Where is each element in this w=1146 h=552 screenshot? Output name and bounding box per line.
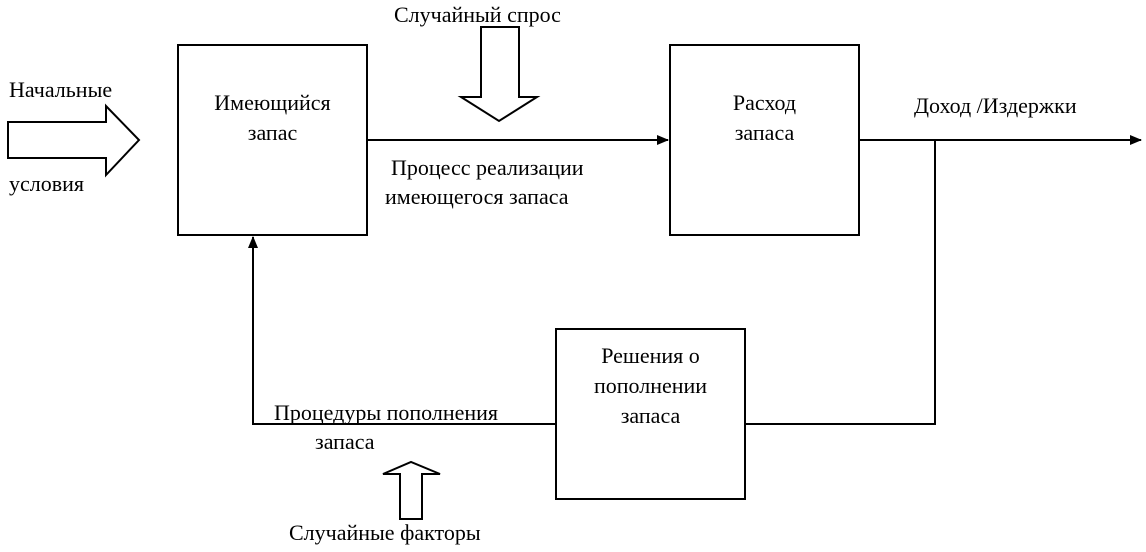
random-demand-block-arrow <box>457 26 541 123</box>
feedback-line <box>745 140 936 425</box>
consumption-box-line1: Расход <box>732 90 797 115</box>
consumption-box-label: Расход запаса <box>670 90 859 146</box>
decisions-box-label: Решения о пополнении запаса <box>556 343 745 429</box>
random-factors-label: Случайные факторы <box>289 520 481 545</box>
replenishment-label-2: запаса <box>315 429 375 454</box>
replenishment-arrow <box>248 236 556 425</box>
sales-process-label-1: Процесс реализации <box>391 155 584 180</box>
random-demand-label: Случайный спрос <box>394 2 561 27</box>
consumption-box-line2: запаса <box>734 120 795 145</box>
initial-conditions-block-arrow <box>7 103 141 178</box>
initial-conditions-label-1: Начальные <box>9 77 113 102</box>
initial-conditions-label-2: условия <box>9 171 85 196</box>
decisions-box-line1: Решения о <box>601 343 700 368</box>
decisions-box-line3: запаса <box>620 403 681 428</box>
stock-box-line2: запас <box>247 120 298 145</box>
replenishment-label-1: Процедуры пополнения <box>274 400 499 425</box>
stock-box-label: Имеющийся запас <box>178 90 367 146</box>
stock-box-line1: Имеющийся <box>214 90 331 115</box>
consumption-box <box>669 44 860 236</box>
decisions-box <box>555 328 746 500</box>
sales-process-label-2: имеющегося запаса <box>385 184 569 209</box>
stock-box <box>177 44 368 236</box>
decisions-box-line2: пополнении <box>593 373 708 398</box>
random-factors-block-arrow <box>382 460 441 520</box>
income-costs-label: Доход /Издержки <box>914 93 1077 118</box>
